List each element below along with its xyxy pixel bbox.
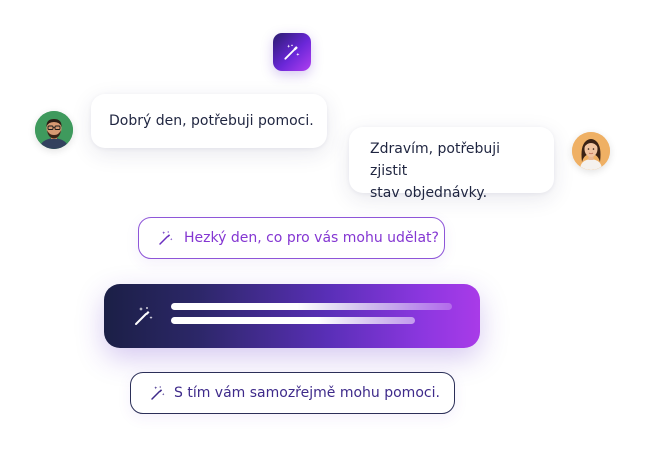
ai-app-icon: [273, 33, 311, 71]
typing-line: [171, 303, 452, 310]
typing-line: [171, 317, 415, 324]
message-text: Dobrý den, potřebuji pomoci.: [109, 113, 314, 129]
magic-wand-icon: [159, 231, 173, 245]
assistant-reply-text: S tím vám samozřejmě mohu pomoci.: [174, 385, 440, 401]
message-bubble-customer: Zdravím, potřebuji zjistit stav objednáv…: [349, 127, 554, 201]
message-text-line2: stav objednávky.: [370, 185, 488, 201]
message-bubble-customer: Dobrý den, potřebuji pomoci.: [91, 94, 327, 148]
message-text-line1: Zdravím, potřebuji zjistit: [370, 141, 501, 179]
assistant-reply-pill[interactable]: S tím vám samozřejmě mohu pomoci.: [130, 372, 455, 414]
assistant-reply-text: Hezký den, co pro vás mohu udělat?: [184, 230, 439, 246]
magic-wand-icon: [151, 386, 165, 400]
magic-wand-icon: [284, 44, 300, 60]
magic-wand-icon: [135, 307, 153, 325]
ai-typing-indicator: [104, 284, 480, 348]
avatar-man: [35, 111, 73, 149]
avatar-woman: [572, 132, 610, 170]
assistant-reply-pill[interactable]: Hezký den, co pro vás mohu udělat?: [138, 217, 445, 259]
